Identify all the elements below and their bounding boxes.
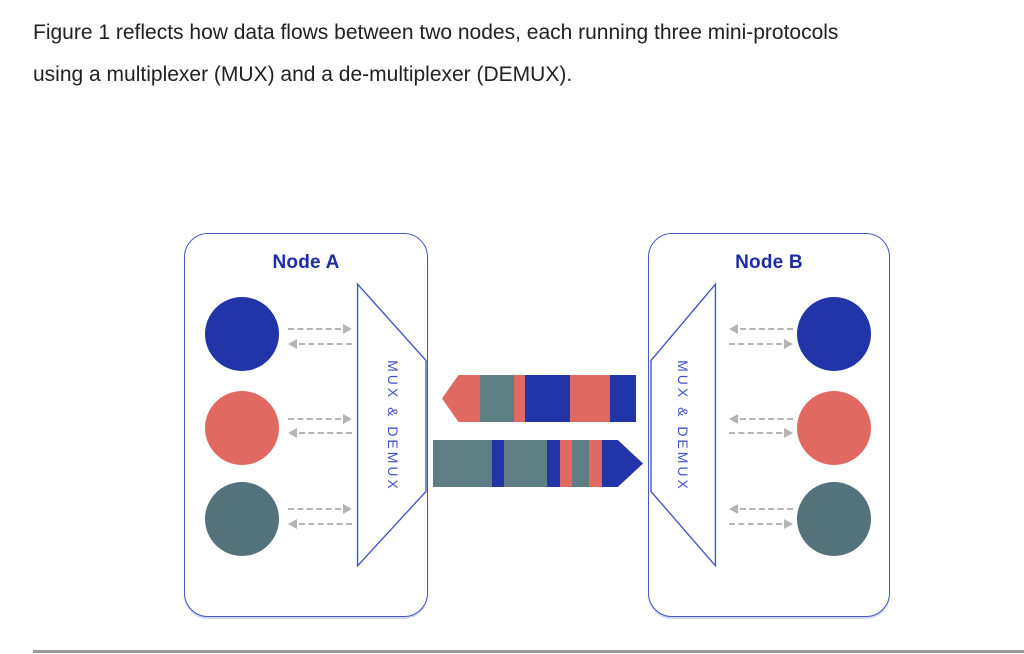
arrowhead-icon	[784, 519, 793, 529]
node-b-protocol-circle-teal	[797, 482, 871, 556]
dashed-arrow-left-icon	[729, 324, 793, 334]
node-b-protocol-circle-blue	[797, 297, 871, 371]
arrow-to-node-a	[442, 375, 636, 422]
arrowhead-icon	[288, 519, 297, 529]
arrowhead-icon	[288, 428, 297, 438]
dashed-arrow-right-icon	[288, 414, 352, 424]
dash-line	[288, 328, 341, 330]
dash-line	[740, 328, 793, 330]
mux-funnel-shape	[356, 282, 427, 568]
arrowhead-icon	[343, 414, 352, 424]
arrowhead-icon	[784, 339, 793, 349]
arrowhead-icon	[784, 428, 793, 438]
dashed-arrow-left-icon	[288, 428, 352, 438]
dashed-arrow-right-icon	[288, 504, 352, 514]
dashed-arrow-left-icon	[729, 414, 793, 424]
dashed-arrow-left-icon	[729, 504, 793, 514]
dash-line	[299, 523, 352, 525]
dashed-arrow-right-icon	[729, 339, 793, 349]
node-b-mux-demux-label: MUX & DEMUX	[675, 360, 691, 492]
node-b-box: Node B MUX & DEMUX	[648, 233, 890, 617]
bottom-divider	[33, 650, 1024, 653]
dash-line	[299, 432, 352, 434]
node-b-title: Node B	[735, 252, 803, 273]
dashed-arrow-left-icon	[288, 339, 352, 349]
node-a-title: Node A	[272, 252, 340, 273]
dash-line	[729, 523, 782, 525]
arrowhead-icon	[343, 324, 352, 334]
dashed-arrow-right-icon	[729, 428, 793, 438]
caption-line-1: Figure 1 reflects how data flows between…	[33, 21, 839, 44]
dashed-arrow-right-icon	[288, 324, 352, 334]
node-a-mux-demux-label: MUX & DEMUX	[385, 360, 401, 492]
node-a-protocol-circle-blue	[205, 297, 279, 371]
node-a-protocol-circle-teal	[205, 482, 279, 556]
dash-line	[288, 418, 341, 420]
dash-line	[288, 508, 341, 510]
dashed-arrow-right-icon	[729, 519, 793, 529]
caption-line-2: using a multiplexer (MUX) and a de-multi…	[33, 63, 573, 86]
demux-funnel-shape	[650, 282, 717, 568]
node-b-protocol-circle-salmon	[797, 391, 871, 465]
dash-line	[740, 508, 793, 510]
arrowhead-icon	[343, 504, 352, 514]
arrowhead-icon	[729, 414, 738, 424]
dash-line	[729, 432, 782, 434]
arrowhead-icon	[729, 504, 738, 514]
arrowhead-icon	[288, 339, 297, 349]
dash-line	[729, 343, 782, 345]
dashed-arrow-left-icon	[288, 519, 352, 529]
node-a-box: Node A MUX & DEMUX	[184, 233, 428, 617]
figure-caption: Figure 1 reflects how data flows between…	[33, 12, 1013, 96]
arrowhead-icon	[729, 324, 738, 334]
arrow-to-node-b	[433, 440, 643, 487]
dash-line	[299, 343, 352, 345]
dash-line	[740, 418, 793, 420]
node-a-protocol-circle-salmon	[205, 391, 279, 465]
